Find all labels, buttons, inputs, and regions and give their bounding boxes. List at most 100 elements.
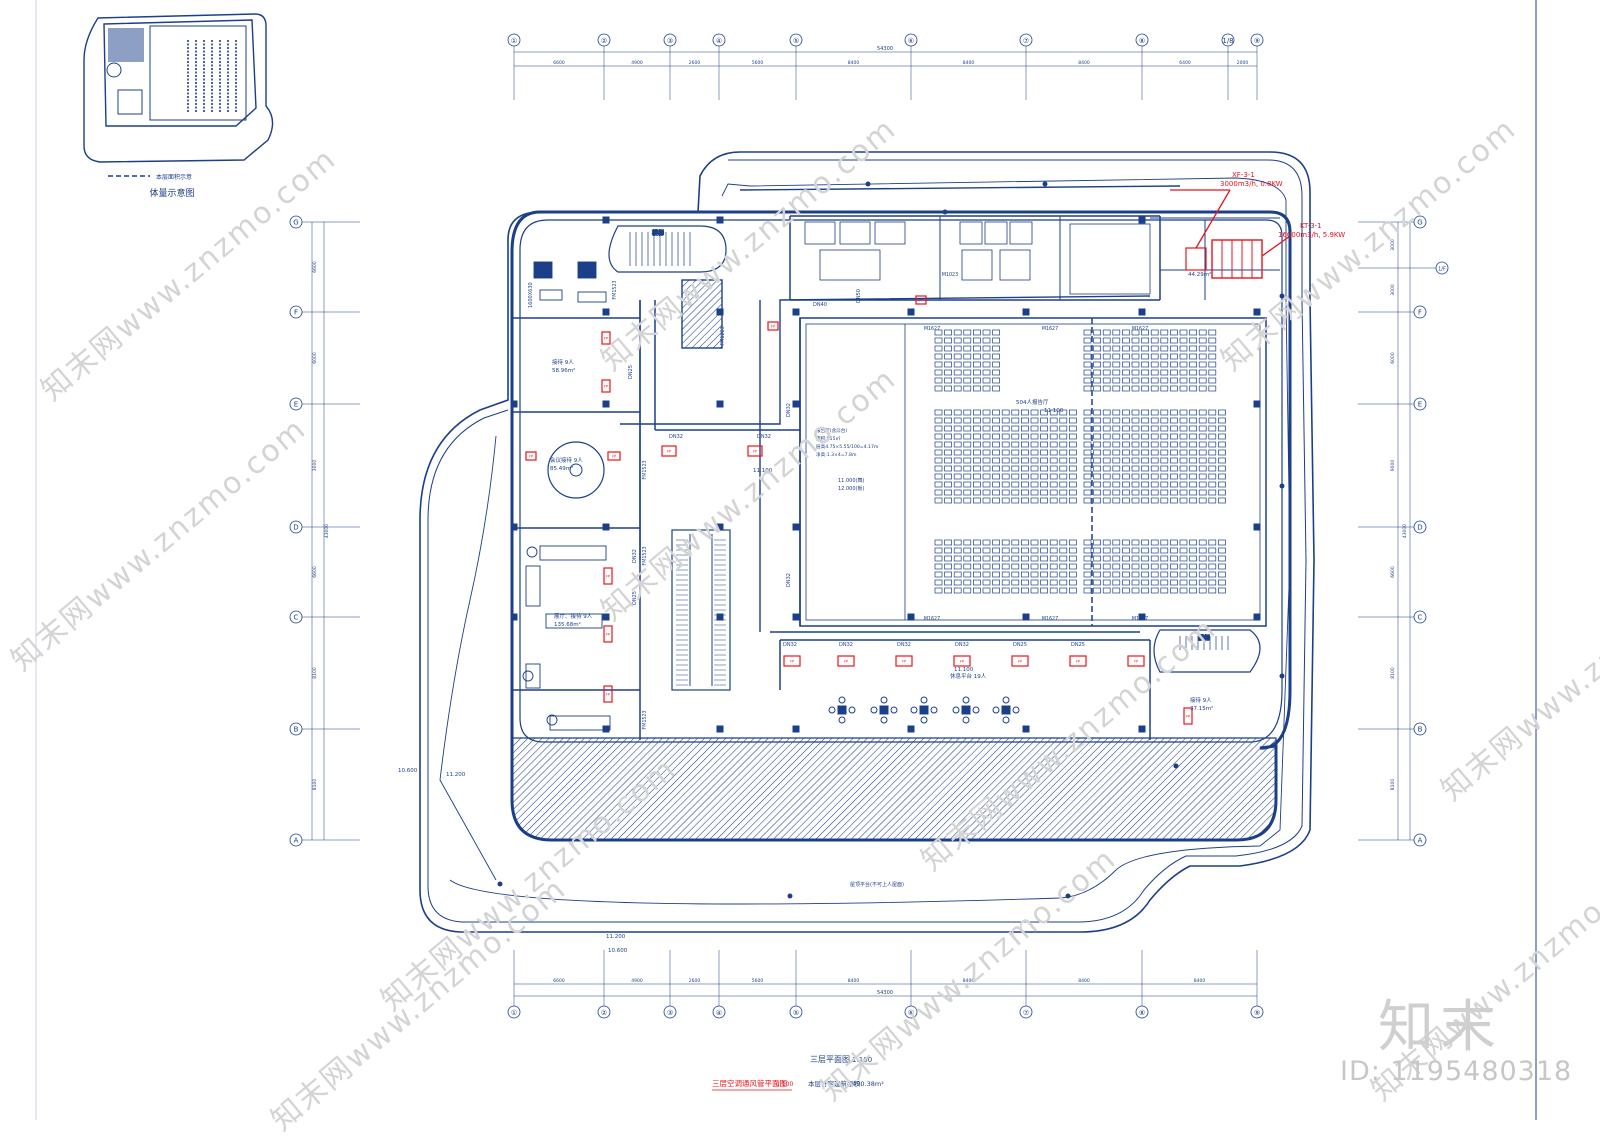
roof-note: 屋顶平台(不可上人屋面) [850,881,904,888]
seat [1208,409,1217,416]
seat [953,539,962,546]
seat [1170,329,1178,336]
seat [1150,409,1159,416]
seat [1198,547,1207,554]
column [907,613,915,621]
seat [1001,433,1010,440]
seat [1208,353,1217,360]
auditorium-note-3: 层高4.75×5.55/100=4.17m [816,443,879,450]
seat [1093,539,1101,546]
seat [973,457,981,464]
room-a-name: 接待 9人 [552,358,574,366]
seat [1102,425,1111,432]
seat [1069,473,1077,480]
cafe-chair [962,716,970,724]
seat [1218,433,1226,440]
pipe-size-label: DN25 [628,365,634,379]
dim-top: 2600 [689,60,701,66]
seat [982,457,991,464]
seat [973,361,981,368]
seat [1102,345,1111,352]
seat [1083,547,1092,554]
seat [1218,441,1226,448]
seat [1059,555,1068,562]
seat [934,555,943,562]
seat [1131,409,1140,416]
seat [1112,539,1121,546]
seat [973,579,981,586]
seat [992,587,1000,594]
seat [1059,563,1068,570]
seat [1208,329,1217,336]
seat [1208,417,1217,424]
seat [953,473,962,480]
seat [934,481,943,488]
auditorium-note-1: 报告厅(含舞台) [816,427,847,434]
seat [1069,497,1077,504]
seat [1011,441,1020,448]
seat [1150,433,1159,440]
seat [1198,555,1207,562]
cafe-table [919,705,929,715]
seat [1122,579,1130,586]
corridor-level: 11.100 [753,468,773,474]
seat [1122,457,1130,464]
seat [992,353,1000,360]
seat [1112,563,1121,570]
seat [973,337,981,344]
seat [1102,417,1111,424]
seat [1021,489,1029,496]
seat [1218,481,1226,488]
seat [1179,353,1188,360]
seat [1208,425,1217,432]
seat [1208,587,1217,594]
dim-top-total: 54300 [877,46,893,52]
seat [1218,425,1226,432]
stair-label-2: 楼梯 [1198,634,1210,642]
seat [1021,441,1029,448]
seat [953,433,962,440]
seat [1208,377,1217,384]
seat [1150,353,1159,360]
seat [1083,409,1092,416]
grid-row-label-left: G [293,219,298,227]
seat [1122,571,1130,578]
seat [1150,539,1159,546]
seat [1179,473,1188,480]
seat [1179,433,1188,440]
grid-row-label-right: A [1418,837,1423,845]
seat [1093,377,1101,384]
seat [1160,345,1169,352]
seat [1040,555,1048,562]
fan-coil-unit-label: FP [606,575,610,579]
seat [934,587,943,594]
seat [1030,417,1039,424]
area-label: 本层计容建筑面积: [808,1079,862,1088]
seat [1011,433,1020,440]
fan-coil-unit-label: FP [612,455,616,459]
area-value: 2490.38m² [848,1080,884,1088]
seat [1069,587,1077,594]
seat [982,473,991,480]
seat [1040,547,1048,554]
seat [1102,337,1111,344]
seat [963,555,972,562]
seat [1001,409,1010,416]
room-c-area: 135.68m² [554,621,581,628]
seat [963,417,972,424]
seat [1218,409,1226,416]
column [510,523,518,531]
seat [1141,539,1149,546]
seat [1069,481,1077,488]
seat [1122,361,1130,368]
seat [1001,481,1010,488]
seat [1049,433,1058,440]
grid-column-label-top: ⑦ [1023,37,1029,45]
door-label: M1023 [942,272,958,278]
seat [1083,385,1092,392]
seat [1198,353,1207,360]
seat [934,409,943,416]
seat [1083,473,1092,480]
seat [934,337,943,344]
seat [944,497,952,504]
